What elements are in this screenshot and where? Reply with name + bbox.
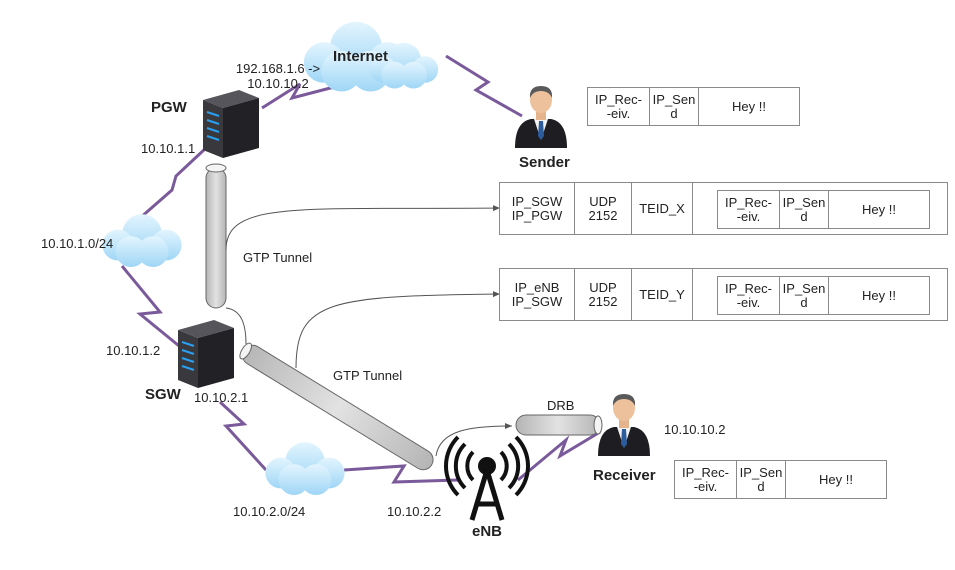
server-icon xyxy=(177,319,235,389)
gtp-tunnel-tube-diagonal xyxy=(239,342,434,471)
server-icon xyxy=(202,89,260,159)
outer-ip-line1: IP_eNB xyxy=(514,279,560,295)
dst-line1: IP_Rec- xyxy=(682,464,729,480)
sgw-ip2-label: 10.10.2.1 xyxy=(194,390,249,405)
teid-field: TEID_X xyxy=(632,183,693,234)
udp-line2: 2152 xyxy=(588,207,618,223)
net1-label: 10.10.1.0/24 xyxy=(41,236,114,251)
outer-ip-line2: IP_PGW xyxy=(511,207,563,223)
sender-label: Sender xyxy=(519,154,570,171)
packet-dst-field: IP_Rec--eiv. xyxy=(588,88,650,125)
link-sgw-net2 xyxy=(218,400,268,472)
connector-sgw-tunnel-packet xyxy=(295,291,501,369)
connector-lines xyxy=(225,205,513,457)
receiver-ip-label: 10.10.10.2 xyxy=(664,422,726,437)
udp-line1: UDP xyxy=(589,279,617,295)
nat-address-line2: 10.10.10.2 xyxy=(247,76,309,91)
link-enb-receiver xyxy=(517,430,601,482)
cloud-icon xyxy=(102,214,182,267)
src-line1: IP_Sen xyxy=(739,464,783,480)
drb-label: DRB xyxy=(547,398,575,413)
udp-line1: UDP xyxy=(589,193,617,209)
link-pgw-internet xyxy=(261,82,339,110)
connector-pgw-tunnel-packet xyxy=(225,205,501,251)
src-line1: IP_Sen xyxy=(782,194,826,210)
src-line2: d xyxy=(800,208,808,224)
enb-ip-label: 10.10.2.2 xyxy=(387,504,442,519)
receiver-label: Receiver xyxy=(593,467,656,484)
packet-dst-field: IP_Rec--eiv. xyxy=(718,191,780,228)
src-line1: IP_Sen xyxy=(782,280,826,296)
link-net2-enb xyxy=(343,464,459,484)
connector-enb-drb xyxy=(435,423,513,457)
pgw-ip-label: 10.10.1.1 xyxy=(141,141,196,156)
src-line2: d xyxy=(757,478,765,494)
packet-payload: Hey !! xyxy=(862,201,896,217)
dst-line2: -eiv. xyxy=(736,294,761,310)
dst-line1: IP_Rec- xyxy=(725,194,772,210)
nat-address-label: 192.168.1.6 -> 10.10.10.2 xyxy=(228,61,328,91)
connector-tunnel-link xyxy=(225,307,247,345)
link-pgw-net1 xyxy=(139,146,208,220)
link-internet-sender xyxy=(445,54,523,118)
gtp-tunnel-label-1: GTP Tunnel xyxy=(243,250,313,265)
src-line2: d xyxy=(670,105,678,121)
dst-line1: IP_Rec- xyxy=(595,91,642,107)
dst-line1: IP_Rec- xyxy=(725,280,772,296)
dst-line2: -eiv. xyxy=(606,105,631,121)
dst-line2: -eiv. xyxy=(736,208,761,224)
outer-ip-line1: IP_SGW xyxy=(511,193,563,209)
network-links xyxy=(120,54,601,484)
net2-label: 10.10.2.0/24 xyxy=(233,504,306,519)
outer-ip-line2: IP_SGW xyxy=(511,293,563,309)
cloud-icon xyxy=(265,442,345,495)
sgw-ip1-label: 10.10.1.2 xyxy=(106,343,161,358)
src-line2: d xyxy=(800,294,808,310)
dst-line2: -eiv. xyxy=(693,478,718,494)
person-icon xyxy=(598,394,650,456)
internet-label: Internet xyxy=(333,48,389,65)
packet-dst-field: IP_Rec--eiv. xyxy=(675,461,737,498)
src-line1: IP_Sen xyxy=(652,91,696,107)
packet-payload: Hey !! xyxy=(819,471,853,487)
teid-field: TEID_Y xyxy=(632,269,693,320)
gtp-tunnel-label-2: GTP Tunnel xyxy=(333,368,403,383)
antenna-tower-icon xyxy=(444,435,530,521)
udp-line2: 2152 xyxy=(588,293,618,309)
gtp-tunnel-tube-vertical xyxy=(205,163,227,309)
enb-label: eNB xyxy=(472,523,503,540)
packet-dst-field: IP_Rec--eiv. xyxy=(718,277,780,314)
nat-address-line1: 192.168.1.6 -> xyxy=(235,61,321,76)
drb-tube xyxy=(515,414,603,436)
packet-payload: Hey !! xyxy=(732,98,766,114)
pgw-label: PGW xyxy=(151,99,187,116)
person-icon xyxy=(515,86,567,148)
link-net1-sgw xyxy=(120,265,185,352)
sgw-label: SGW xyxy=(145,386,181,403)
packet-payload: Hey !! xyxy=(862,287,896,303)
